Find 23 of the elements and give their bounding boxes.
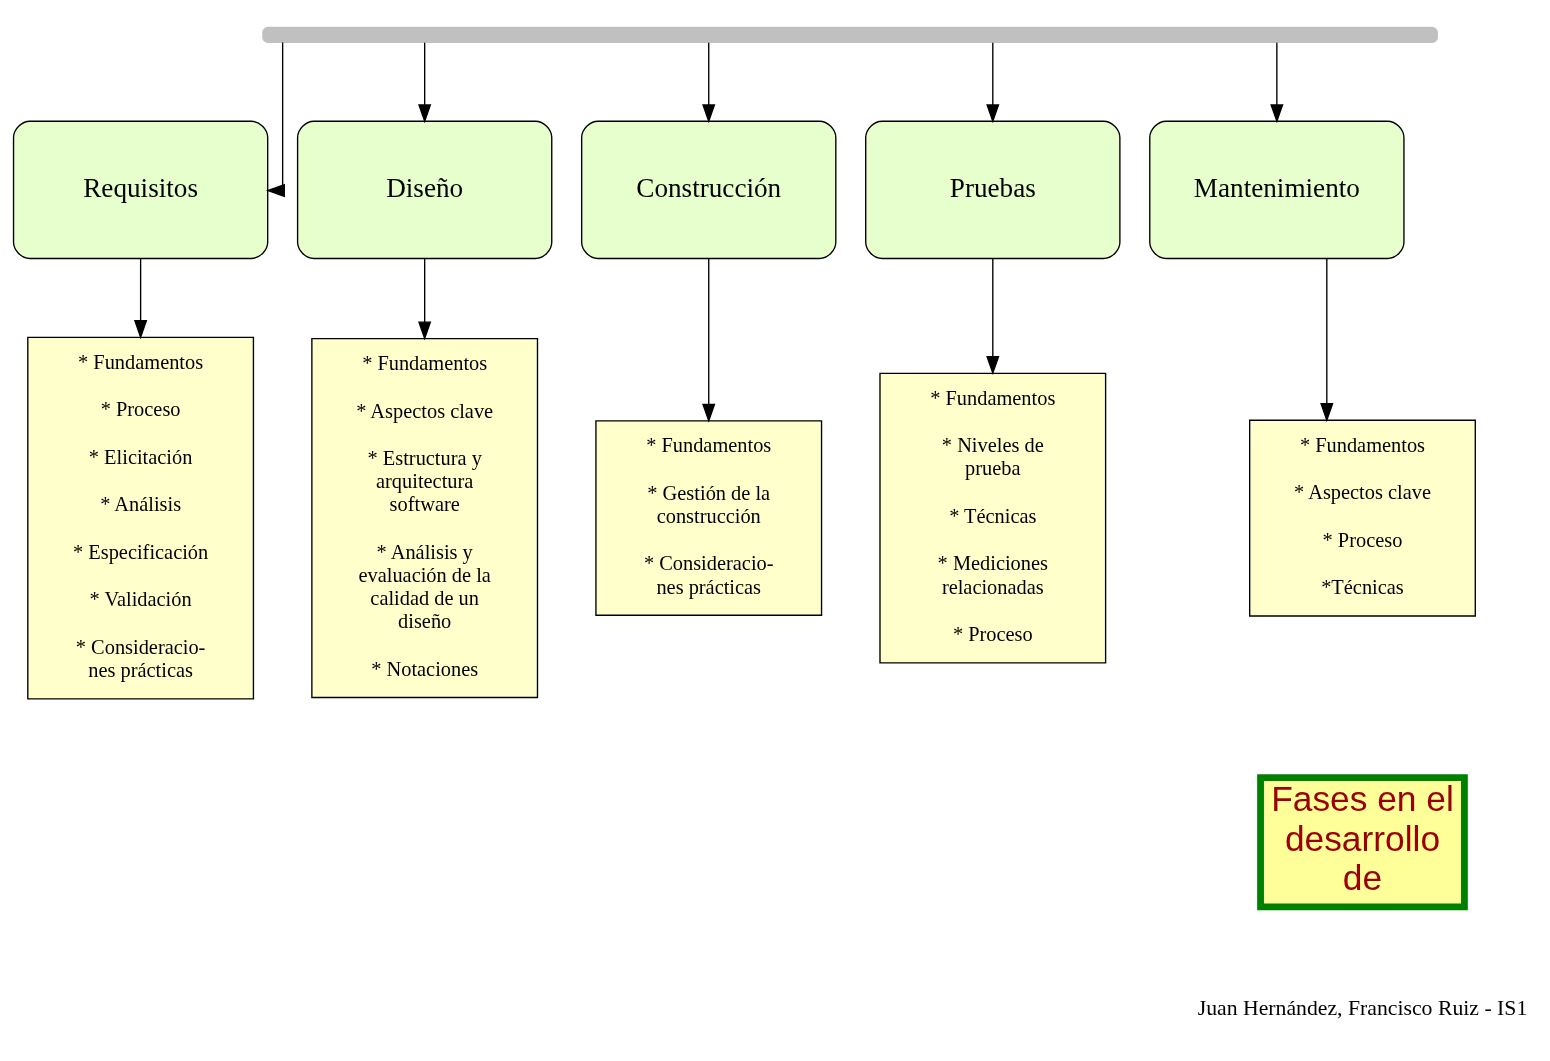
node-box: Fases en el desarrollo de: [1257, 773, 1468, 910]
arrow: [418, 41, 432, 123]
node-box: Requisitos: [12, 120, 269, 259]
node-box: Mantenimiento: [1149, 120, 1405, 259]
arrow: [1270, 41, 1284, 123]
arrow: [702, 257, 716, 423]
node-box: * Fundamentos * Aspectos clave * Proceso *Técnicas: [1249, 419, 1476, 617]
arrow: [418, 257, 432, 340]
arrow: [986, 257, 1000, 375]
label: Juan Hernández, Francisco Ruiz - IS1: [1197, 995, 1528, 1020]
node-box: Diseño: [296, 120, 553, 259]
node-box: Construcción: [581, 120, 837, 259]
arrow: [986, 41, 1000, 123]
node-box: * Fundamentos * Aspectos clave * Estructura y arquitectura software * Análisis y evaluación de la calidad de un diseño * Notaciones: [311, 337, 539, 698]
arrow: [265, 41, 285, 197]
node-box: * Fundamentos * Proceso * Elicitación * Análisis * Especificación * Validación * Consideracio- nes prácticas: [27, 336, 255, 700]
arrow: [133, 257, 148, 339]
node-box: * Fundamentos * Gestión de la construcción * Consideracio- nes prácticas: [595, 419, 823, 616]
node-box: * Fundamentos * Niveles de prueba * Técnicas * Mediciones relacionadas * Proceso: [879, 372, 1107, 663]
arrow: [1320, 257, 1334, 422]
node-bar: [262, 26, 1438, 43]
node-box: Pruebas: [865, 120, 1121, 259]
arrow: [702, 41, 716, 123]
